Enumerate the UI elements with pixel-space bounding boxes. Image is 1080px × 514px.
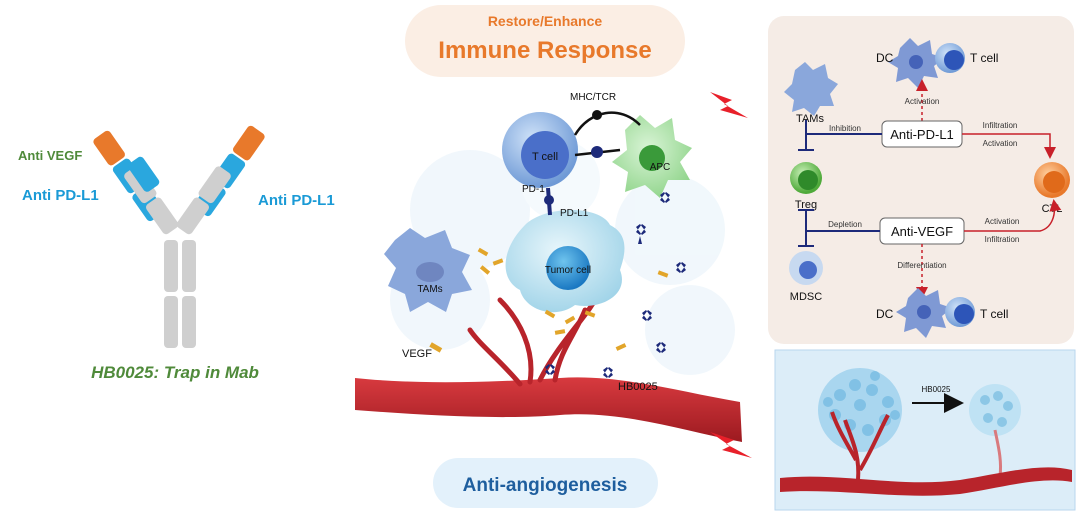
infiltration-2-label: Infiltration (985, 235, 1020, 244)
anti-pdl1-left-label: Anti PD-L1 (22, 187, 99, 204)
differentiation-label: Differentiation (897, 261, 946, 270)
anti-vegf-label: Anti VEGF (18, 148, 82, 163)
pdl1-label: PD-L1 (560, 208, 589, 219)
dc-bottom-label: DC (876, 307, 894, 321)
antibody-illustration (93, 125, 265, 348)
vegf-label: VEGF (402, 348, 432, 360)
mdsc-label: MDSC (790, 291, 822, 303)
dc-bottom-icon (896, 288, 952, 338)
dc-top-label: DC (876, 51, 894, 65)
anti-angiogenesis-text: Anti-angiogenesis (463, 475, 628, 496)
mhc-tcr-connector (573, 111, 641, 136)
mdsc-icon (789, 251, 823, 285)
lightning-icon-bottom (710, 432, 752, 458)
hb0025-molecules (545, 192, 686, 378)
tams-center (384, 228, 472, 312)
vegf-molecules (429, 247, 669, 353)
ctl-label: CTL (1042, 203, 1063, 215)
apc-cell (612, 115, 692, 198)
tumor-cell (505, 210, 625, 313)
anti-angiogenesis-banner (433, 458, 658, 508)
dc-top-icon (888, 38, 944, 88)
tumor-cell-label: Tumor cell (545, 265, 591, 276)
apc-label: APC (650, 162, 671, 173)
anti-vegf-box-label: Anti-VEGF (891, 224, 953, 239)
depletion-label: Depletion (828, 220, 862, 229)
activation-top-label: Activation (905, 97, 940, 106)
infiltration-activation-arrow-1 (962, 133, 1056, 159)
large-tumor-icon (818, 368, 902, 481)
anti-pdl1-right-label: Anti PD-L1 (258, 192, 335, 209)
ctl-icon (1034, 162, 1070, 198)
tumor-panel-arrow-label: HB0025 (922, 385, 951, 394)
tams-right-label: TAMs (796, 113, 824, 125)
t-cell-top-icon (935, 43, 965, 73)
antibody-caption: HB0025: Trap in Mab (91, 363, 259, 382)
immune-response-banner (405, 5, 685, 77)
blood-vessel (355, 377, 742, 442)
t-cell-bottom-label: T cell (980, 307, 1008, 321)
hb0025-center-label: HB0025 (618, 381, 658, 393)
tams-right-icon (784, 62, 838, 116)
treg-label: Treg (795, 199, 817, 211)
t-cell-label: T cell (532, 151, 558, 163)
t-cell-bottom-icon (945, 297, 975, 327)
activation-1-label: Activation (983, 139, 1018, 148)
t-cell-center (502, 112, 578, 188)
treg-icon (790, 162, 822, 194)
small-tumor-icon (969, 384, 1021, 477)
activation-infiltration-arrow-2 (964, 199, 1062, 232)
inhibition-label: Inhibition (829, 124, 861, 133)
activation-2-label: Activation (985, 217, 1020, 226)
mhc-tcr-label: MHC/TCR (570, 92, 616, 103)
t-cell-top-label: T cell (970, 51, 998, 65)
banner-small-text: Restore/Enhance (488, 13, 603, 29)
anti-pdl1-box-label: Anti-PD-L1 (890, 127, 954, 142)
tams-center-label: TAMs (417, 284, 442, 295)
tumor-panel-vessel (780, 467, 1072, 496)
pd1-label: PD-1 (522, 184, 545, 195)
vessel-branches (467, 287, 603, 387)
lightning-icon-top (710, 92, 748, 118)
mechanism-panel (768, 16, 1074, 344)
infiltration-1-label: Infiltration (983, 121, 1018, 130)
banner-large-text: Immune Response (438, 37, 651, 64)
